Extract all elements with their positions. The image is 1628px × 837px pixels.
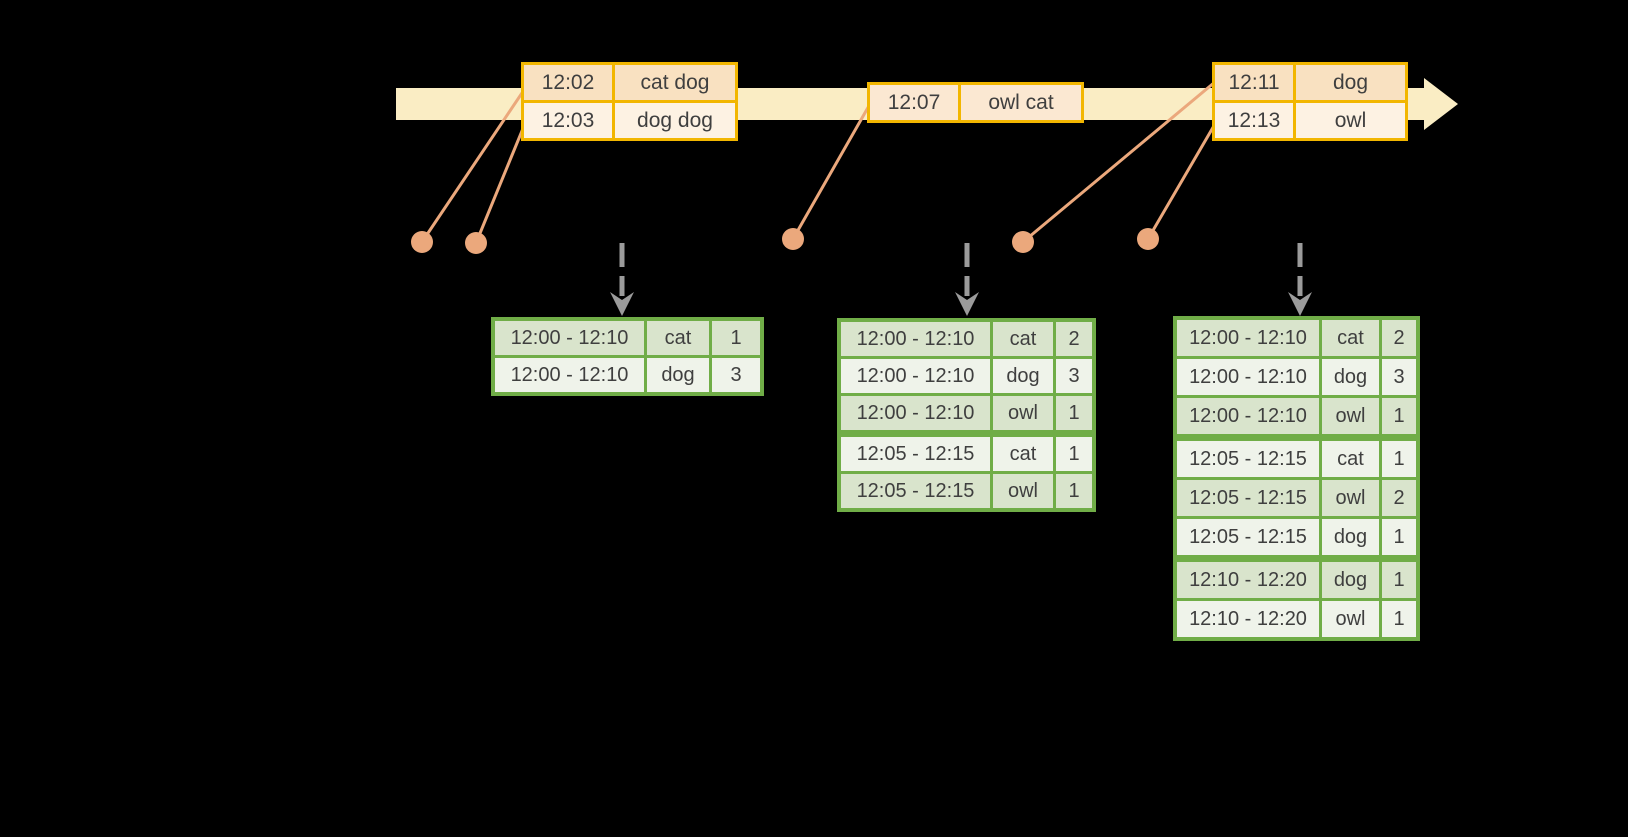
window-cell: 12:00 - 12:10 xyxy=(1173,316,1322,359)
word-cell: owl xyxy=(1319,598,1382,641)
event-dot xyxy=(1012,231,1034,253)
trigger-arrow-icon xyxy=(610,243,634,316)
words-cell: cat dog xyxy=(612,62,738,103)
word-cell: cat xyxy=(644,317,712,358)
time-cell: 12:07 xyxy=(867,82,961,123)
window-cell: 12:05 - 12:15 xyxy=(837,471,993,512)
count-cell: 3 xyxy=(709,355,764,396)
window-cell: 12:10 - 12:20 xyxy=(1173,555,1322,601)
word-cell: dog xyxy=(1319,555,1382,601)
count-cell: 2 xyxy=(1053,318,1096,359)
count-cell: 1 xyxy=(1053,471,1096,512)
trigger-arrow-icon xyxy=(955,243,979,316)
word-cell: cat xyxy=(1319,316,1382,359)
word-cell: dog xyxy=(990,356,1056,396)
word-cell: dog xyxy=(1319,356,1382,398)
count-cell: 1 xyxy=(1379,516,1420,560)
word-cell: owl xyxy=(1319,477,1382,519)
word-cell: owl xyxy=(1319,395,1382,439)
window-cell: 12:00 - 12:10 xyxy=(837,318,993,359)
window-cell: 12:05 - 12:15 xyxy=(1173,516,1322,560)
count-cell: 1 xyxy=(1053,393,1096,435)
event-connector-lines xyxy=(420,80,1217,245)
word-cell: cat xyxy=(990,318,1056,359)
window-cell: 12:05 - 12:15 xyxy=(1173,434,1322,480)
event-dot xyxy=(1137,228,1159,250)
word-cell: cat xyxy=(1319,434,1382,480)
event-connector-line xyxy=(791,102,872,241)
count-cell: 2 xyxy=(1379,477,1420,519)
count-cell: 2 xyxy=(1379,316,1420,359)
count-cell: 1 xyxy=(1379,555,1420,601)
words-cell: dog dog xyxy=(612,100,738,141)
window-cell: 12:00 - 12:10 xyxy=(1173,356,1322,398)
window-cell: 12:00 - 12:10 xyxy=(491,317,647,358)
event-dot xyxy=(782,228,804,250)
count-cell: 1 xyxy=(1379,395,1420,439)
word-cell: dog xyxy=(1319,516,1382,560)
time-cell: 12:13 xyxy=(1212,100,1296,141)
trigger-arrows xyxy=(610,243,1312,316)
trigger-arrow-icon xyxy=(1288,243,1312,316)
time-cell: 12:11 xyxy=(1212,62,1296,103)
event-dot xyxy=(465,232,487,254)
count-cell: 1 xyxy=(1379,434,1420,480)
event-connector-line xyxy=(1146,122,1217,241)
window-cell: 12:00 - 12:10 xyxy=(837,356,993,396)
words-cell: owl cat xyxy=(958,82,1084,123)
time-cell: 12:02 xyxy=(521,62,615,103)
window-cell: 12:00 - 12:10 xyxy=(1173,395,1322,439)
event-dots xyxy=(411,228,1159,254)
window-cell: 12:00 - 12:10 xyxy=(491,355,647,396)
word-cell: owl xyxy=(990,471,1056,512)
count-cell: 1 xyxy=(1053,430,1096,474)
window-cell: 12:05 - 12:15 xyxy=(1173,477,1322,519)
words-cell: dog xyxy=(1293,62,1408,103)
window-cell: 12:00 - 12:10 xyxy=(837,393,993,435)
word-cell: dog xyxy=(644,355,712,396)
event-dot xyxy=(411,231,433,253)
event-connector-line xyxy=(474,124,526,245)
window-cell: 12:05 - 12:15 xyxy=(837,430,993,474)
event-connector-line xyxy=(1021,80,1217,244)
word-cell: cat xyxy=(990,430,1056,474)
word-cell: owl xyxy=(990,393,1056,435)
count-cell: 3 xyxy=(1053,356,1096,396)
time-cell: 12:03 xyxy=(521,100,615,141)
words-cell: owl xyxy=(1293,100,1408,141)
count-cell: 3 xyxy=(1379,356,1420,398)
count-cell: 1 xyxy=(1379,598,1420,641)
window-cell: 12:10 - 12:20 xyxy=(1173,598,1322,641)
count-cell: 1 xyxy=(709,317,764,358)
event-connector-line xyxy=(420,88,526,244)
